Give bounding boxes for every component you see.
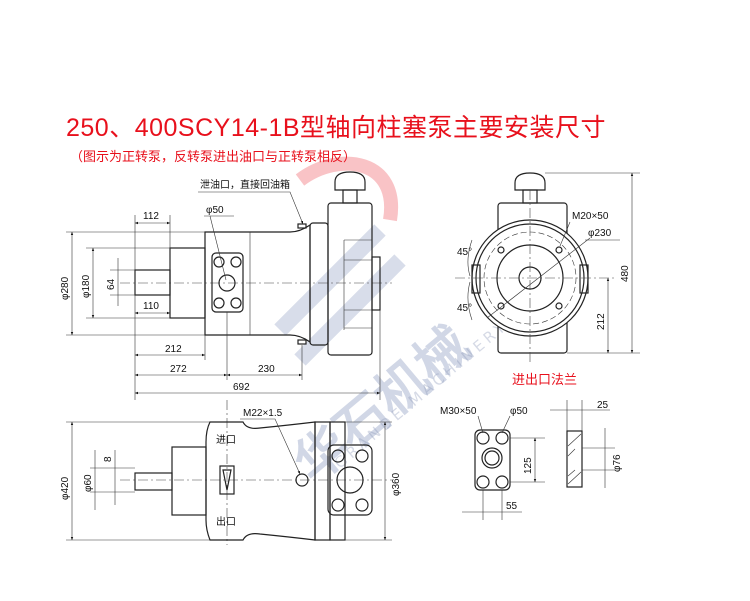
port-diameter-label: φ50 (206, 205, 224, 216)
dim-55: 55 (506, 501, 518, 512)
drain-thread-m22: M22×1.5 (243, 408, 283, 419)
dim-480: 480 (620, 265, 631, 282)
dim-25: 25 (597, 400, 609, 411)
dim-272: 272 (170, 364, 187, 375)
drawing-subtitle: （图示为正转泵，反转泵进出油口与正转泵相反） (70, 150, 357, 165)
inlet-label: 进口 (216, 434, 236, 446)
dim-8: 8 (103, 456, 114, 462)
dim-phi76: φ76 (612, 454, 623, 472)
angle-45-upper: 45° (457, 247, 472, 258)
angle-45-lower: 45° (457, 303, 472, 314)
flange-hole-phi50: φ50 (510, 406, 528, 417)
top-view-dimensions: M22×1.5 进口 出口 φ420 φ60 8 φ360 (60, 408, 402, 541)
flange-bolt-m30: M30×50 (440, 406, 477, 417)
dim-112: 112 (143, 211, 159, 222)
drain-port-note: 泄油口，直接回油箱 (200, 178, 290, 191)
dim-phi280: φ280 (60, 276, 71, 300)
outlet-label: 出口 (216, 515, 236, 528)
side-view-dimensions: 泄油口，直接回油箱 φ50 112 φ280 φ180 64 110 212 2… (60, 178, 381, 400)
dim-64: 64 (106, 278, 117, 290)
pcd-phi230: φ230 (588, 228, 612, 239)
dim-692: 692 (233, 382, 250, 393)
dim-phi180: φ180 (81, 274, 92, 298)
pump-end-view (455, 172, 615, 365)
dim-230: 230 (258, 364, 275, 375)
dim-110: 110 (143, 301, 159, 312)
flange-caption: 进出口法兰 (512, 373, 577, 388)
drawing-title: 250、400SCY14-1B型轴向柱塞泵主要安装尺寸 (66, 114, 607, 142)
dim-phi360: φ360 (391, 472, 402, 496)
dim-212-center: 212 (596, 313, 607, 330)
flange-detail: M30×50 φ50 125 55 25 φ76 (440, 400, 623, 520)
bolt-spec-m20: M20×50 (572, 211, 609, 222)
dim-125: 125 (523, 457, 534, 474)
end-view-dimensions: M20×50 φ230 45° 45° 480 212 进出口法兰 (457, 172, 640, 388)
dim-phi420: φ420 (60, 476, 71, 500)
dim-phi60: φ60 (83, 474, 94, 492)
pump-side-view (120, 171, 392, 356)
pump-top-view (120, 400, 392, 545)
dim-212: 212 (165, 344, 182, 355)
